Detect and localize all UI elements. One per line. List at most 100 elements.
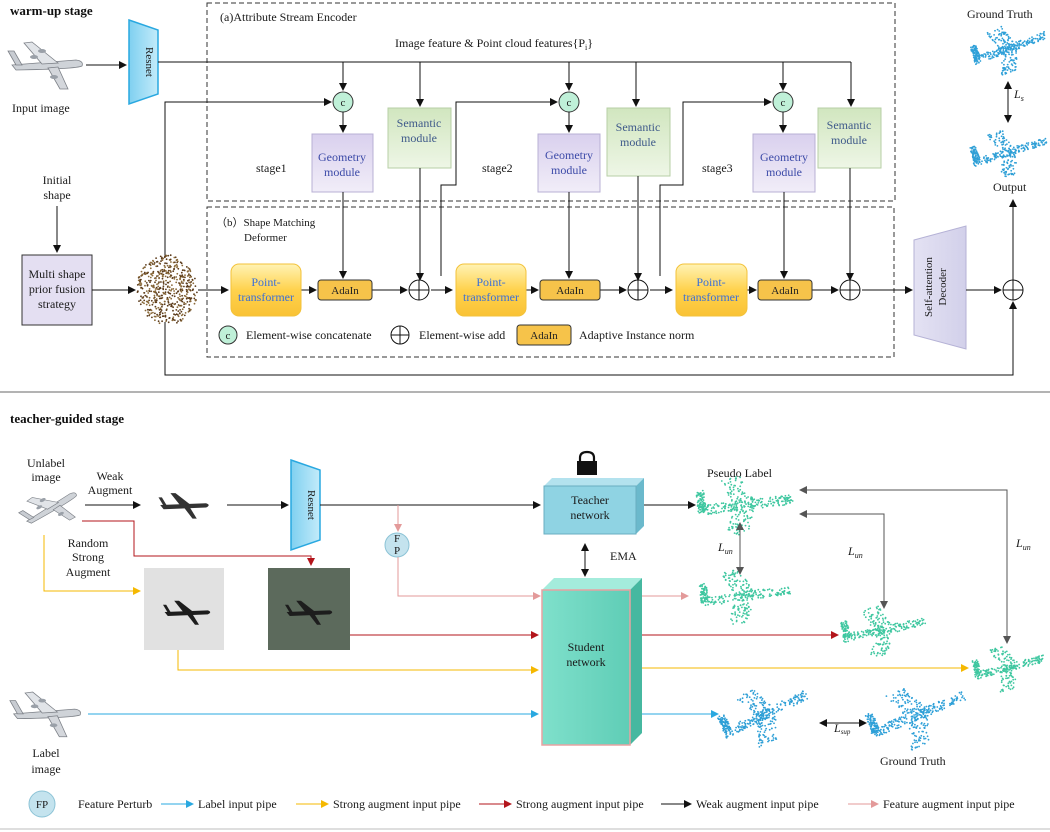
geometry-module-3: Geometry module	[752, 133, 816, 193]
multi-shape-prior-fusion-box: Multi shape prior fusion strategy	[21, 254, 93, 326]
svg-text:module: module	[831, 133, 867, 147]
random-strong-augment-line1: Random	[68, 536, 109, 550]
svg-text:network: network	[570, 508, 609, 522]
geometry-module-2: Geometry module	[537, 133, 601, 193]
legend-add: Element-wise add	[390, 325, 505, 345]
svg-text:P: P	[394, 545, 400, 557]
svg-text:c: c	[567, 97, 572, 109]
stage3-label: stage3	[702, 161, 733, 175]
resnet-label-teacher: Resnet	[305, 490, 317, 520]
svg-text:Semantic: Semantic	[397, 116, 442, 130]
svg-text:Point-: Point-	[476, 275, 505, 289]
add-node-2	[627, 279, 649, 301]
svg-text:Element-wise concatenate: Element-wise concatenate	[246, 328, 372, 342]
svg-text:AdaIn: AdaIn	[771, 285, 799, 297]
point-transformer-3: Point- transformer	[675, 263, 748, 317]
concat-node-1: c	[332, 91, 354, 113]
svg-text:network: network	[566, 655, 605, 669]
deformer-title-line1: （b）Shape Matching	[216, 216, 316, 229]
legend-label-pipe: Label input pipe	[161, 797, 277, 811]
decoder-label-1: Self-attention	[923, 257, 935, 317]
svg-text:c: c	[341, 97, 346, 109]
semantic-module-2: Semantic module	[606, 107, 671, 177]
deformer-title-line2: Deformer	[244, 232, 287, 244]
svg-text:Point-: Point-	[251, 275, 280, 289]
svg-text:c: c	[226, 330, 231, 342]
student-output-red-point-cloud-icon	[840, 605, 927, 657]
label-airplane-icon	[9, 691, 82, 738]
ground-truth-label-bottom: Ground Truth	[880, 754, 946, 768]
legend-concat: c Element-wise concatenate	[218, 325, 372, 345]
resnet-label: Resnet	[143, 47, 155, 77]
svg-text:Element-wise add: Element-wise add	[419, 328, 505, 342]
strong-augment-dark-image	[268, 568, 350, 650]
feature-perturb-node: F P	[384, 532, 410, 558]
legend-adain: AdaIn Adaptive Instance norm	[516, 324, 695, 346]
pseudo-label-point-cloud-icon	[695, 476, 794, 536]
svg-text:Strong augment input pipe: Strong augment input pipe	[333, 797, 461, 811]
legend-weak-pipe: Weak augment input pipe	[661, 797, 819, 811]
initial-shape-line2: shape	[43, 188, 70, 202]
svg-text:Teacher: Teacher	[571, 493, 609, 507]
unlabel-airplane-icon	[14, 478, 86, 541]
semantic-module-3: Semantic module	[817, 107, 882, 169]
weak-augment-line1: Weak	[96, 469, 123, 483]
svg-text:Weak augment input pipe: Weak augment input pipe	[696, 797, 819, 811]
svg-text:Geometry: Geometry	[545, 148, 593, 162]
svg-text:Student: Student	[568, 640, 605, 654]
svg-text:module: module	[766, 165, 802, 179]
svg-text:module: module	[401, 131, 437, 145]
svg-text:Label input pipe: Label input pipe	[198, 797, 277, 811]
svg-text:AdaIn: AdaIn	[331, 285, 359, 297]
svg-text:AdaIn: AdaIn	[556, 285, 584, 297]
svg-text:Point-: Point-	[696, 275, 725, 289]
stage2-label: stage2	[482, 161, 513, 175]
svg-text:transformer: transformer	[683, 290, 739, 304]
svg-text:transformer: transformer	[463, 290, 519, 304]
input-image-label: Input image	[12, 101, 70, 115]
final-add-node	[1002, 279, 1024, 301]
adain-1: AdaIn	[317, 279, 373, 301]
svg-text:Feature augment input pipe: Feature augment input pipe	[883, 797, 1015, 811]
add-node-3	[839, 279, 861, 301]
teacher-stage-title: teacher-guided stage	[10, 411, 124, 426]
geometry-module-1: Geometry module	[311, 133, 374, 193]
student-network: Student network	[541, 578, 642, 746]
concat-node-2: c	[558, 91, 580, 113]
point-transformer-1: Point- transformer	[230, 263, 302, 317]
svg-text:Semantic: Semantic	[827, 118, 872, 132]
student-output-label-point-cloud-icon	[717, 689, 809, 748]
teacher-network: Teacher network	[543, 478, 644, 535]
weak-augment-airplane-icon	[158, 493, 209, 519]
loss-s-label: Ls	[1013, 87, 1024, 103]
feature-caption: Image feature & Point cloud features{Pi}	[395, 36, 593, 52]
ground-truth-point-cloud-icon	[970, 25, 1046, 76]
concat-node-3: c	[772, 91, 794, 113]
add-node-1	[408, 279, 430, 301]
input-airplane-icon	[7, 41, 83, 90]
weak-augment-line2: Augment	[88, 483, 133, 497]
student-output-yellow-point-cloud-icon	[971, 646, 1044, 693]
legend-feature-pipe: Feature augment input pipe	[848, 797, 1015, 811]
ground-truth-bottom-point-cloud-icon	[864, 688, 967, 751]
random-strong-augment-line3: Augment	[66, 565, 111, 579]
stage1-label: stage1	[256, 161, 287, 175]
ema-label: EMA	[610, 549, 637, 563]
svg-text:Geometry: Geometry	[760, 150, 808, 164]
loss-sup: Lsup	[833, 721, 851, 736]
output-label: Output	[993, 180, 1027, 194]
semantic-module-1: Semantic module	[387, 107, 452, 169]
svg-text:c: c	[781, 97, 786, 109]
adain-3: AdaIn	[757, 279, 813, 301]
strong-augment-light-image	[144, 568, 224, 650]
label-image-line2: image	[31, 762, 60, 776]
svg-text:AdaIn: AdaIn	[530, 330, 558, 342]
loss-un-2: Lun	[847, 544, 863, 560]
resnet-encoder	[128, 18, 159, 106]
warmup-stage-title: warm-up stage	[10, 3, 93, 18]
student-output-feature-point-cloud-icon	[698, 569, 791, 625]
legend-strong-yellow-pipe: Strong augment input pipe	[296, 797, 461, 811]
svg-text:prior fusion: prior fusion	[29, 282, 85, 296]
svg-text:Feature Perturb: Feature Perturb	[78, 797, 152, 811]
